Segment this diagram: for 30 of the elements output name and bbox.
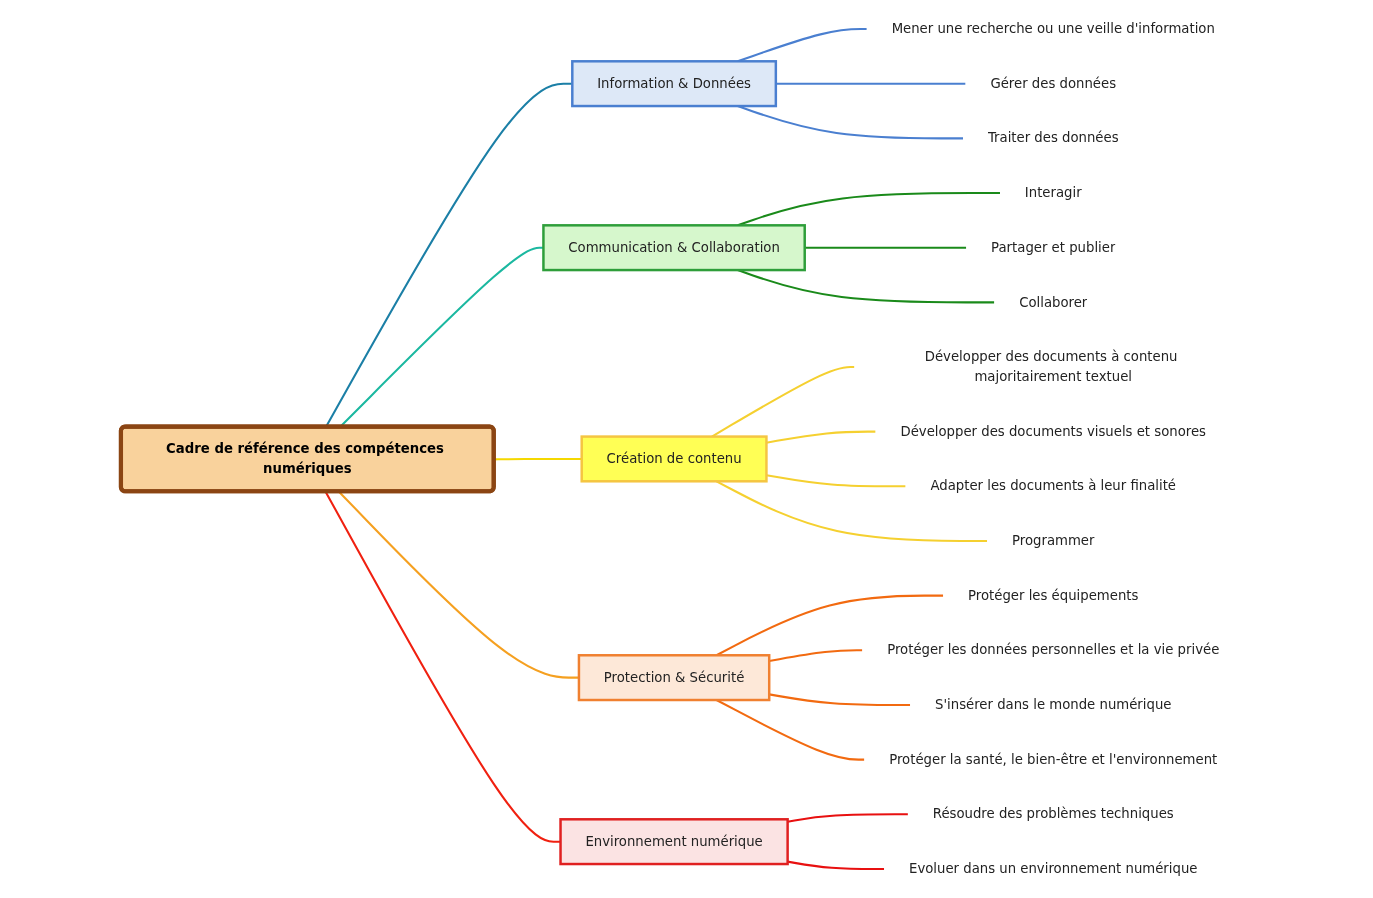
- connector: [494, 457, 582, 461]
- connector: [766, 474, 906, 488]
- connector: [775, 82, 966, 85]
- node-text: Protéger les données personnelles et la vie privée: [887, 642, 1220, 658]
- node-text: Résoudre des problèmes techniques: [932, 806, 1174, 822]
- node-text: Mener une recherche ou une veille d'information: [891, 20, 1215, 37]
- node-box: Environnement numérique: [559, 818, 789, 866]
- node-text: Collaborer: [1019, 294, 1088, 310]
- connector: [766, 430, 876, 444]
- node-box: Création de contenu: [580, 435, 768, 483]
- node-text: Traiter des données: [987, 130, 1119, 146]
- node-text: S'insérer dans le monde numérique: [935, 696, 1172, 713]
- connector: [769, 649, 863, 662]
- node-box: Information & Données: [571, 60, 778, 108]
- node-text: Evoluer dans un environnement numérique: [909, 860, 1198, 877]
- node-text: Protéger les équipements: [968, 587, 1139, 604]
- node-text: Partager et publier: [991, 239, 1116, 256]
- node-text: Développer des documents à contenu majoritairement textuel: [924, 348, 1178, 385]
- connector: [804, 246, 967, 249]
- node-box: Protection & Sécurité: [577, 654, 771, 702]
- node-text: Adapter les documents à leur finalité: [930, 477, 1177, 494]
- connector: [769, 693, 911, 706]
- connector: [787, 860, 885, 871]
- node-text: Développer des documents visuels et sonores: [900, 423, 1207, 440]
- node-text: Protéger la santé, le bien-être et l'environnement: [889, 751, 1218, 768]
- node-text: Gérer des données: [990, 75, 1117, 92]
- node-box: Communication & Collaboration: [542, 224, 806, 272]
- node-text: Programmer: [1012, 532, 1095, 549]
- node-text: Interagir: [1024, 184, 1082, 201]
- connector: [787, 813, 908, 823]
